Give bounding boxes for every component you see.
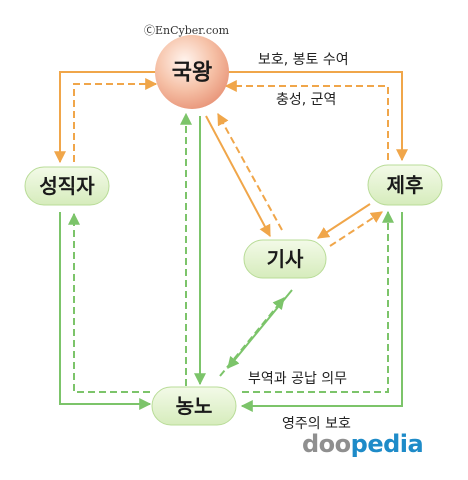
node-knight: 기사 bbox=[243, 239, 327, 279]
edge-king-to-clergy bbox=[54, 71, 158, 164]
edge-clergy-to-king bbox=[73, 78, 158, 162]
lord-label: 제후 bbox=[387, 173, 424, 197]
label-labor-tribute: 부역과 공납 의무 bbox=[248, 371, 347, 387]
orange-edges bbox=[54, 71, 408, 247]
edge-clergy-to-serf bbox=[59, 212, 152, 410]
edge-lord-to-serf bbox=[240, 212, 403, 412]
brand-part2: pedia bbox=[351, 430, 424, 458]
brand-part1: doo bbox=[302, 430, 351, 458]
label-loyalty-military: 충성, 군역 bbox=[276, 92, 336, 108]
label-protection-fief: 보호, 봉토 수여 bbox=[258, 52, 349, 68]
edge-serf-to-lord bbox=[242, 210, 394, 393]
edge-knight-to-king bbox=[217, 112, 283, 231]
label-lord-protection: 영주의 보호 bbox=[282, 416, 351, 432]
king-label: 국왕 bbox=[172, 61, 212, 86]
edge-serf-to-knight bbox=[219, 297, 285, 377]
knight-label: 기사 bbox=[267, 247, 304, 271]
edge-lord-to-king bbox=[224, 80, 389, 160]
serf-pill bbox=[151, 386, 237, 426]
serf-label: 농노 bbox=[176, 394, 213, 418]
edge-lord-to-knight bbox=[316, 203, 371, 239]
node-serf: 농노 bbox=[151, 386, 237, 426]
knight-pill bbox=[243, 239, 327, 279]
green-edges bbox=[59, 112, 403, 412]
king-circle bbox=[155, 35, 229, 109]
lord-pill bbox=[367, 164, 443, 206]
edge-knight-to-serf bbox=[227, 289, 293, 369]
credit-text: ⒸEnCyber.com bbox=[144, 24, 230, 37]
clergy-pill bbox=[24, 166, 110, 206]
edge-knight-to-lord bbox=[329, 211, 384, 247]
edge-king-to-lord bbox=[226, 71, 408, 162]
node-clergy: 성직자 bbox=[24, 166, 110, 206]
node-lord: 제후 bbox=[367, 164, 443, 206]
edge-serf-to-clergy bbox=[68, 212, 150, 393]
doopedia-logo: doopedia bbox=[302, 430, 423, 458]
edge-king-to-knight bbox=[205, 115, 271, 238]
clergy-label: 성직자 bbox=[39, 174, 95, 198]
node-king: 국왕 bbox=[155, 35, 229, 109]
